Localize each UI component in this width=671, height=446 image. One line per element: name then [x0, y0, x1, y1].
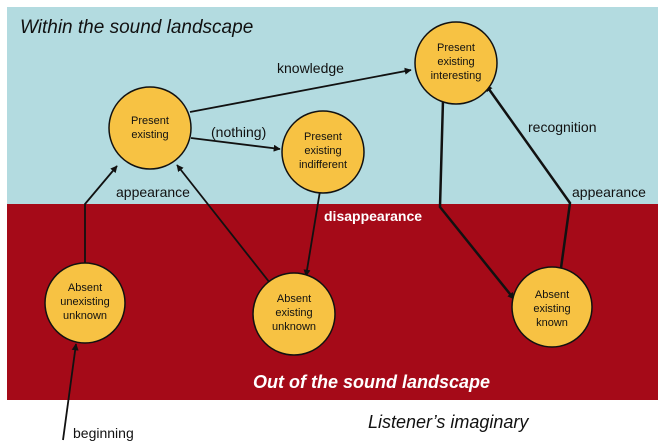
svg-text:interesting: interesting	[431, 70, 482, 82]
edge-label-appearance-left: appearance	[116, 184, 190, 200]
svg-text:Present: Present	[437, 42, 475, 54]
edge-indifferent-to-absent	[303, 190, 321, 277]
svg-text:Absent: Absent	[277, 293, 311, 305]
edge-disappearance	[438, 99, 515, 300]
node-present-existing-interesting: Present existing interesting	[414, 21, 498, 105]
edge-label-recognition: recognition	[528, 119, 597, 135]
edge-appearance-left	[84, 165, 118, 266]
edge-nothing	[190, 137, 281, 152]
svg-text:Absent: Absent	[535, 289, 569, 301]
svg-text:known: known	[536, 317, 568, 329]
edge-appearance-right	[484, 84, 572, 269]
edge-beginning	[62, 343, 79, 441]
node-absent-existing-unknown: Absent existing unknown	[252, 272, 336, 356]
region-within-label: Within the sound landscape	[20, 17, 253, 38]
edge-return-unknown-to-present	[176, 164, 271, 284]
svg-text:existing: existing	[437, 56, 474, 68]
svg-text:existing: existing	[533, 303, 570, 315]
edge-label-nothing: (nothing)	[211, 124, 266, 140]
svg-text:existing: existing	[304, 145, 341, 157]
node-absent-existing-known: Absent existing known	[511, 266, 593, 348]
svg-text:existing: existing	[275, 307, 312, 319]
svg-text:indifferent: indifferent	[299, 159, 347, 171]
region-out-label: Out of the sound landscape	[253, 372, 490, 392]
svg-text:unknown: unknown	[63, 310, 107, 322]
node-present-existing-indifferent: Present existing indifferent	[281, 110, 365, 194]
region-imaginary-label: Listener’s imaginary	[368, 412, 529, 432]
svg-text:Absent: Absent	[68, 282, 102, 294]
edge-knowledge	[189, 67, 412, 113]
svg-text:unexisting: unexisting	[60, 296, 110, 308]
edge-label-beginning: beginning	[73, 425, 134, 441]
svg-text:Present: Present	[131, 115, 169, 127]
edge-label-appearance-right: appearance	[572, 184, 646, 200]
edge-label-knowledge: knowledge	[277, 60, 344, 76]
svg-text:unknown: unknown	[272, 321, 316, 333]
edge-label-disappearance: disappearance	[324, 208, 422, 224]
node-present-existing: Present existing	[108, 86, 192, 170]
svg-text:existing: existing	[131, 129, 168, 141]
svg-text:Present: Present	[304, 131, 342, 143]
node-absent-unexisting-unknown: Absent unexisting unknown	[44, 262, 126, 344]
